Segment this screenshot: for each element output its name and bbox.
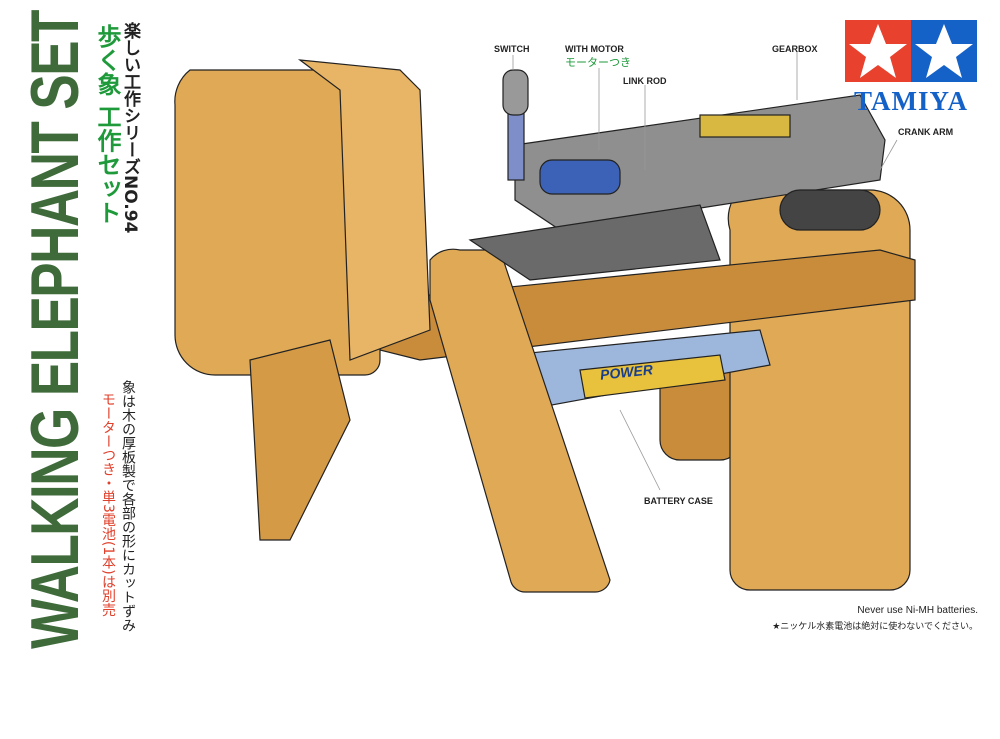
crank-arm <box>779 189 881 231</box>
product-title-japanese: 歩く象 工作セット <box>93 24 121 225</box>
product-title-english: WALKING ELEPHANT SET <box>17 11 93 649</box>
switch-knob <box>502 69 529 116</box>
description-text: 象は木の厚板製で各部の形にカットずみ <box>120 380 136 632</box>
gearbox-body <box>514 94 886 231</box>
motor <box>539 159 621 195</box>
label-with-motor-jp: モーターつき <box>565 56 631 69</box>
rear-leg-front <box>727 189 911 591</box>
link-rod <box>468 204 721 281</box>
front-leg <box>429 248 611 593</box>
warning-japanese: ★ニッケル水素電池は絶対に使わないでください。 <box>772 622 978 632</box>
tamiya-wordmark: TAMIYA <box>853 86 968 116</box>
series-number: 楽しい工作シリーズNO.94 <box>120 22 140 234</box>
warning-english: Never use Ni-MH batteries. <box>857 605 978 616</box>
label-gearbox: GEARBOX <box>772 44 818 54</box>
label-with-motor: WITH MOTOR <box>565 44 624 54</box>
trunk <box>249 339 351 541</box>
gears <box>699 114 791 138</box>
sold-separately-note: モーターつき・単3電池(1本)は別売 <box>100 392 116 617</box>
tamiya-logo: TAMIYA <box>845 20 977 115</box>
elephant-illustration <box>174 52 916 593</box>
tamiya-star-icon <box>845 20 977 82</box>
label-crank-arm: CRANK ARM <box>898 127 954 137</box>
label-battery-case: BATTERY CASE <box>644 496 713 506</box>
label-switch: SWITCH <box>494 44 530 54</box>
label-link-rod: LINK ROD <box>623 76 667 86</box>
